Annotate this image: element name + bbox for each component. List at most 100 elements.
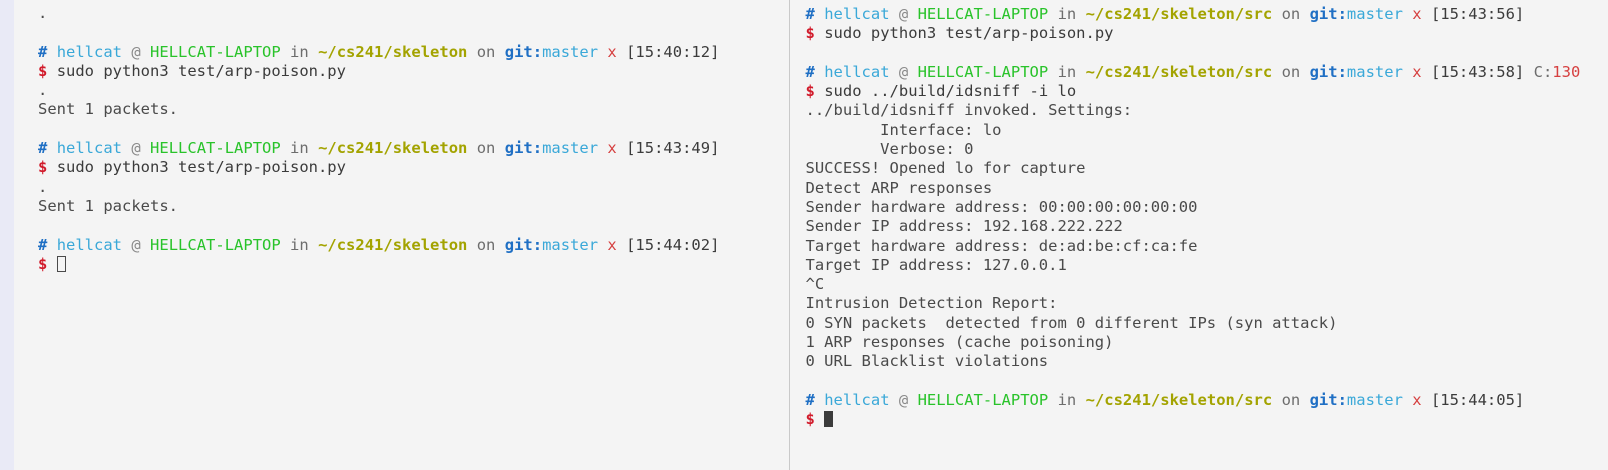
prompt-git-label: git: bbox=[504, 42, 543, 61]
prompt-git-label: git: bbox=[504, 235, 543, 254]
prompt-hash: # bbox=[805, 62, 815, 81]
prompt-host: HELLCAT-LAPTOP bbox=[150, 235, 281, 254]
terminal-output-text: 1 ARP responses (cache poisoning) bbox=[805, 333, 1114, 352]
prompt-dollar: $ bbox=[38, 254, 48, 273]
terminal-output-text: Intrusion Detection Report: bbox=[805, 294, 1058, 313]
terminal-output-text: Interface: lo bbox=[805, 120, 1002, 139]
prompt-git-branch: master bbox=[542, 139, 599, 158]
terminal-output-line: SUCCESS! Opened lo for capture bbox=[806, 159, 1608, 178]
prompt-hash: # bbox=[38, 235, 48, 254]
prompt-path: ~/cs241/skeleton bbox=[318, 235, 468, 254]
terminal-panes: . # hellcat @ HELLCAT-LAPTOP in ~/cs241/… bbox=[14, 0, 1608, 470]
terminal-input-line[interactable]: $ bbox=[806, 410, 1608, 429]
prompt-git-branch: master bbox=[542, 235, 599, 254]
prompt-on: on bbox=[476, 235, 496, 254]
left-terminal-pane[interactable]: . # hellcat @ HELLCAT-LAPTOP in ~/cs241/… bbox=[14, 0, 789, 470]
prompt-dollar: $ bbox=[38, 61, 48, 80]
prompt-exit-code-value: 130 bbox=[1552, 62, 1581, 81]
prompt-dollar: $ bbox=[805, 24, 815, 43]
prompt-at: @ bbox=[131, 42, 141, 61]
prompt-dollar: $ bbox=[38, 158, 48, 177]
prompt-git-dirty: x bbox=[1412, 62, 1422, 81]
terminal-output-text: Target hardware address: de:ad:be:cf:ca:… bbox=[805, 236, 1198, 255]
prompt-exit-code-label: C: bbox=[1533, 62, 1553, 81]
terminal-output-line: Sent 1 packets. bbox=[38, 100, 789, 119]
prompt-git-dirty: x bbox=[1412, 390, 1422, 409]
prompt-user: hellcat bbox=[56, 42, 123, 61]
prompt-path: ~/cs241/skeleton bbox=[318, 139, 468, 158]
prompt-git-label: git: bbox=[504, 139, 543, 158]
right-terminal-pane[interactable]: # hellcat @ HELLCAT-LAPTOP in ~/cs241/sk… bbox=[789, 0, 1608, 470]
prompt-timestamp: [15:43:56] bbox=[1430, 5, 1525, 23]
prompt-user: hellcat bbox=[824, 390, 890, 409]
prompt-in: in bbox=[290, 42, 309, 61]
terminal-output-text: Detect ARP responses bbox=[805, 178, 993, 197]
terminal-blank-line bbox=[806, 372, 1608, 391]
prompt-git-label: git: bbox=[1309, 390, 1347, 409]
terminal-output-line: . bbox=[38, 178, 789, 197]
prompt-user: hellcat bbox=[824, 62, 890, 81]
pane-divider bbox=[788, 0, 790, 470]
prompt-on: on bbox=[1281, 5, 1301, 23]
terminal-cursor bbox=[824, 411, 834, 428]
left-terminal-output[interactable]: . # hellcat @ HELLCAT-LAPTOP in ~/cs241/… bbox=[14, 0, 789, 274]
prompt-user: hellcat bbox=[824, 5, 890, 23]
terminal-output-text: Sender hardware address: 00:00:00:00:00:… bbox=[805, 197, 1198, 216]
terminal-command-line: $ sudo python3 test/arp-poison.py bbox=[38, 62, 789, 81]
prompt-timestamp: [15:44:02] bbox=[626, 235, 720, 254]
terminal-prompt-line: # hellcat @ HELLCAT-LAPTOP in ~/cs241/sk… bbox=[806, 391, 1608, 410]
terminal-output-line: Interface: lo bbox=[806, 121, 1608, 140]
terminal-output-text: Sent 1 packets. bbox=[38, 100, 178, 119]
prompt-git-dirty: x bbox=[607, 235, 617, 254]
terminal-output-text: Sender IP address: 192.168.222.222 bbox=[805, 217, 1123, 236]
terminal-output-line: Sender IP address: 192.168.222.222 bbox=[806, 217, 1608, 236]
terminal-blank-line bbox=[38, 23, 789, 42]
prompt-at: @ bbox=[131, 235, 141, 254]
terminal-output-text: Target IP address: 127.0.0.1 bbox=[805, 255, 1067, 274]
prompt-git-dirty: x bbox=[1412, 5, 1422, 23]
prompt-git-label: git: bbox=[1309, 62, 1347, 81]
prompt-path: ~/cs241/skeleton/src bbox=[1085, 5, 1273, 23]
terminal-command: sudo python3 test/arp-poison.py bbox=[56, 158, 346, 177]
prompt-timestamp: [15:44:05] bbox=[1430, 390, 1525, 409]
terminal-output-text: . bbox=[38, 4, 48, 22]
prompt-host: HELLCAT-LAPTOP bbox=[150, 139, 281, 158]
prompt-on: on bbox=[1281, 390, 1301, 409]
prompt-path: ~/cs241/skeleton/src bbox=[1085, 62, 1273, 81]
terminal-command: sudo python3 test/arp-poison.py bbox=[56, 61, 346, 80]
terminal-command-line: $ sudo python3 test/arp-poison.py bbox=[38, 158, 789, 177]
terminal-output-text: . bbox=[38, 177, 48, 196]
right-terminal-output[interactable]: # hellcat @ HELLCAT-LAPTOP in ~/cs241/sk… bbox=[790, 0, 1608, 430]
terminal-command-line: $ sudo python3 test/arp-poison.py bbox=[806, 24, 1608, 43]
terminal-prompt-line: # hellcat @ HELLCAT-LAPTOP in ~/cs241/sk… bbox=[38, 139, 789, 158]
terminal-output-line: Sent 1 packets. bbox=[38, 197, 789, 216]
terminal-output-line: 1 ARP responses (cache poisoning) bbox=[806, 333, 1608, 352]
prompt-git-dirty: x bbox=[607, 42, 617, 61]
terminal-output-line: . bbox=[38, 4, 789, 23]
prompt-at: @ bbox=[898, 390, 909, 409]
terminal-prompt-line: # hellcat @ HELLCAT-LAPTOP in ~/cs241/sk… bbox=[806, 5, 1608, 24]
terminal-output-text: Sent 1 packets. bbox=[38, 196, 178, 215]
prompt-path: ~/cs241/skeleton/src bbox=[1085, 390, 1273, 409]
prompt-at: @ bbox=[898, 5, 909, 23]
terminal-output-line: Sender hardware address: 00:00:00:00:00:… bbox=[806, 198, 1608, 217]
terminal-output-line: Target hardware address: de:ad:be:cf:ca:… bbox=[806, 237, 1608, 256]
prompt-git-branch: master bbox=[1346, 62, 1403, 81]
terminal-output-line: Target IP address: 127.0.0.1 bbox=[806, 256, 1608, 275]
prompt-timestamp: [15:43:49] bbox=[626, 139, 720, 158]
prompt-dollar: $ bbox=[805, 410, 815, 429]
terminal-output-text: ^C bbox=[805, 275, 825, 294]
terminal-input-line[interactable]: $ bbox=[38, 255, 789, 274]
prompt-in: in bbox=[1057, 62, 1077, 81]
terminal-output-line: Verbose: 0 bbox=[806, 140, 1608, 159]
prompt-at: @ bbox=[131, 139, 141, 158]
terminal-blank-line bbox=[806, 44, 1608, 63]
terminal-prompt-line: # hellcat @ HELLCAT-LAPTOP in ~/cs241/sk… bbox=[38, 43, 789, 62]
prompt-user: hellcat bbox=[56, 235, 123, 254]
editor-gutter-strip bbox=[0, 0, 14, 470]
terminal-prompt-line: # hellcat @ HELLCAT-LAPTOP in ~/cs241/sk… bbox=[38, 236, 789, 255]
prompt-in: in bbox=[290, 235, 309, 254]
terminal-command: sudo ../build/idsniff -i lo bbox=[824, 82, 1077, 101]
terminal-output-line: Detect ARP responses bbox=[806, 179, 1608, 198]
